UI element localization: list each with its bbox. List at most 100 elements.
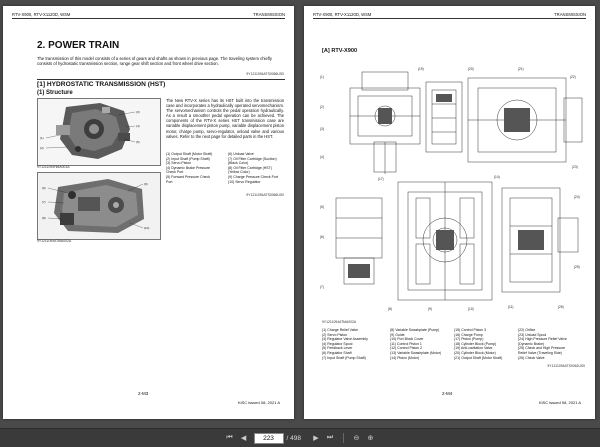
legend-item: (Dynamic Brake): [518, 341, 545, 346]
svg-text:(2): (2): [320, 105, 324, 109]
legend-item: (5) Forward Pressure Check: [166, 174, 210, 179]
zoom-out-icon[interactable]: ⊖: [353, 435, 360, 442]
legend-item: (1) Output Shaft (Motor Shaft): [166, 152, 213, 156]
diagram-legend: (1) Charge Relief Valve(2) Servo Piston(…: [322, 328, 590, 362]
svg-text:(24): (24): [574, 195, 580, 199]
legend-item: (10) Servo Regulator: [228, 179, 261, 184]
divider: [37, 79, 285, 80]
svg-text:(14): (14): [494, 175, 500, 179]
hst-photo-2: (6)(7) (8)(9)(10): [37, 172, 161, 240]
svg-text:(21): (21): [518, 67, 524, 71]
next-page-icon[interactable]: ▶: [313, 435, 319, 442]
legend-item: (11) Control Piston 1: [390, 341, 422, 346]
legend-item: (Black Color): [228, 161, 249, 166]
diagram-code: 9Y1211094ATMA002A: [322, 320, 357, 324]
svg-text:(25): (25): [574, 265, 580, 269]
svg-text:(11): (11): [508, 305, 513, 309]
legend-item: (3) Servo Piston: [166, 161, 192, 166]
svg-text:(7): (7): [42, 200, 46, 204]
svg-text:(8): (8): [42, 216, 46, 220]
legend-item: (9) Charge Pressure Check Port: [228, 174, 278, 179]
page-header: RTV-X900, RTV-X1120D, WSM TRANSMISSION: [313, 12, 586, 19]
svg-text:(9): (9): [428, 307, 432, 311]
photo2-code: 9Y1211094ATMA002A: [37, 239, 72, 243]
legend-item: (13) Variable Swashplate (Motor): [390, 350, 442, 355]
svg-text:(20): (20): [468, 67, 474, 71]
issue-label: KiSC issued 08, 2021 A: [237, 400, 280, 405]
legend-item: (22) Orifice: [518, 328, 536, 332]
header-right: TRANSMISSION: [253, 12, 285, 17]
svg-text:(5): (5): [320, 205, 324, 209]
legend-item: (7) Oil Filter Cartridge (Suction): [228, 156, 277, 161]
intro-code: 9Y1211094ATS0066US0: [246, 72, 284, 76]
intro-paragraph: The transmission of this model consists …: [37, 56, 273, 67]
legend-item: (9) Guide: [390, 332, 405, 337]
legend-item: (4) Dynamic Brake Pressure: [166, 165, 210, 170]
first-page-icon[interactable]: ⏮: [226, 434, 233, 441]
photo1-code: 9Y1211094HMA001A: [37, 165, 70, 169]
last-page-icon[interactable]: ⏭: [326, 434, 334, 441]
svg-text:(10): (10): [468, 307, 474, 311]
legend-code: 9Y1211094ATS0062US0: [547, 364, 585, 368]
legend-item: (12) Control Piston 2: [390, 346, 423, 351]
page-total: / 498: [286, 434, 301, 442]
svg-text:(22): (22): [570, 75, 576, 79]
legend-item: (14) Piston (Motor): [390, 355, 420, 360]
page-number-input[interactable]: 223: [253, 432, 284, 444]
legend-item: (21) Output Shaft (Motor Shaft): [454, 355, 503, 360]
legend-item: (2) Input Shaft (Pump Shaft): [166, 156, 210, 161]
legend-item: (20) Cylinder Block (Motor): [454, 350, 496, 355]
section-title: 2. POWER TRAIN: [37, 40, 120, 51]
header-left: RTV-X900, RTV-X1120D, WSM: [313, 12, 372, 17]
legend-item: (16) Charge Pump: [454, 332, 483, 337]
legend-item: (8) Variable Swashplate (Pump): [390, 328, 440, 332]
svg-text:(3): (3): [320, 127, 324, 131]
issue-label: KiSC issued 08, 2021 A: [538, 400, 581, 405]
svg-text:(2): (2): [40, 146, 44, 150]
svg-text:(5): (5): [136, 140, 140, 144]
legend-item: (10) Port Block Cover: [390, 337, 424, 342]
subheading: [A] RTV-X900: [322, 48, 358, 54]
right-page: RTV-X900, RTV-X1120D, WSM TRANSMISSION […: [304, 6, 595, 419]
header-left: RTV-X900, RTV-X1120D, WSM: [12, 12, 71, 17]
hst-photo-1: (1) (2) (3) (4) (5): [37, 98, 161, 166]
zoom-in-icon[interactable]: ⊕: [367, 435, 374, 442]
legend-item: (1) Charge Relief Valve: [322, 328, 359, 332]
legend-item: (Yellow Color): [228, 170, 250, 175]
page-header: RTV-X900, RTV-X1120D, WSM TRANSMISSION: [12, 12, 285, 19]
page-number: 2-M3: [138, 391, 149, 396]
legend-item: (5) Feedback Lever: [322, 346, 353, 351]
legend-item: (6) Unload Valve: [228, 152, 254, 156]
svg-text:(1): (1): [40, 136, 44, 140]
legend-item: Port: [166, 179, 173, 184]
svg-text:(6): (6): [320, 235, 324, 239]
legend-item: (4) Regulator Spool: [322, 341, 353, 346]
legend-item: (3) Regulator Valve Assembly: [322, 337, 368, 342]
svg-text:(3): (3): [136, 110, 140, 114]
svg-text:(4): (4): [320, 155, 324, 159]
legend-item: (17) Piston (Pump): [454, 337, 484, 342]
svg-text:(4): (4): [136, 124, 140, 128]
legend-code: 9Y1211094ATS0066US0: [246, 193, 284, 197]
heading-hst: [1] HYDROSTATIC TRANSMISSION (HST): [37, 81, 166, 88]
toolbar-separator: [342, 433, 344, 443]
svg-text:(1): (1): [320, 75, 324, 79]
svg-text:(8): (8): [388, 307, 392, 311]
legend-item: (2) Servo Piston: [322, 332, 348, 337]
legend-item: (6) Regulator Shaft: [322, 350, 352, 355]
legend-item: (8) Oil Filter Cartridge (HST): [228, 165, 272, 170]
hst-description: The New RTV-X series has its HST built i…: [166, 98, 284, 139]
svg-text:(10): (10): [144, 226, 149, 230]
legend-item: Relief Valve (Traveling Side): [518, 350, 562, 355]
prev-page-icon[interactable]: ◀: [240, 435, 247, 442]
header-right: TRANSMISSION: [554, 12, 586, 17]
svg-text:(7): (7): [320, 285, 324, 289]
svg-text:(19): (19): [418, 67, 424, 71]
svg-text:(23): (23): [572, 165, 578, 169]
legend-item: (25) Check and High Pressure: [518, 346, 566, 351]
left-page: RTV-X900, RTV-X1120D, WSM TRANSMISSION 2…: [3, 6, 294, 419]
legend-item: (18) Cylinder Block (Pump): [454, 341, 497, 346]
legend-item: (23) Unload Spool: [518, 332, 547, 337]
legend-item: (26) Check Valve: [518, 355, 545, 360]
svg-text:(6): (6): [42, 186, 46, 190]
